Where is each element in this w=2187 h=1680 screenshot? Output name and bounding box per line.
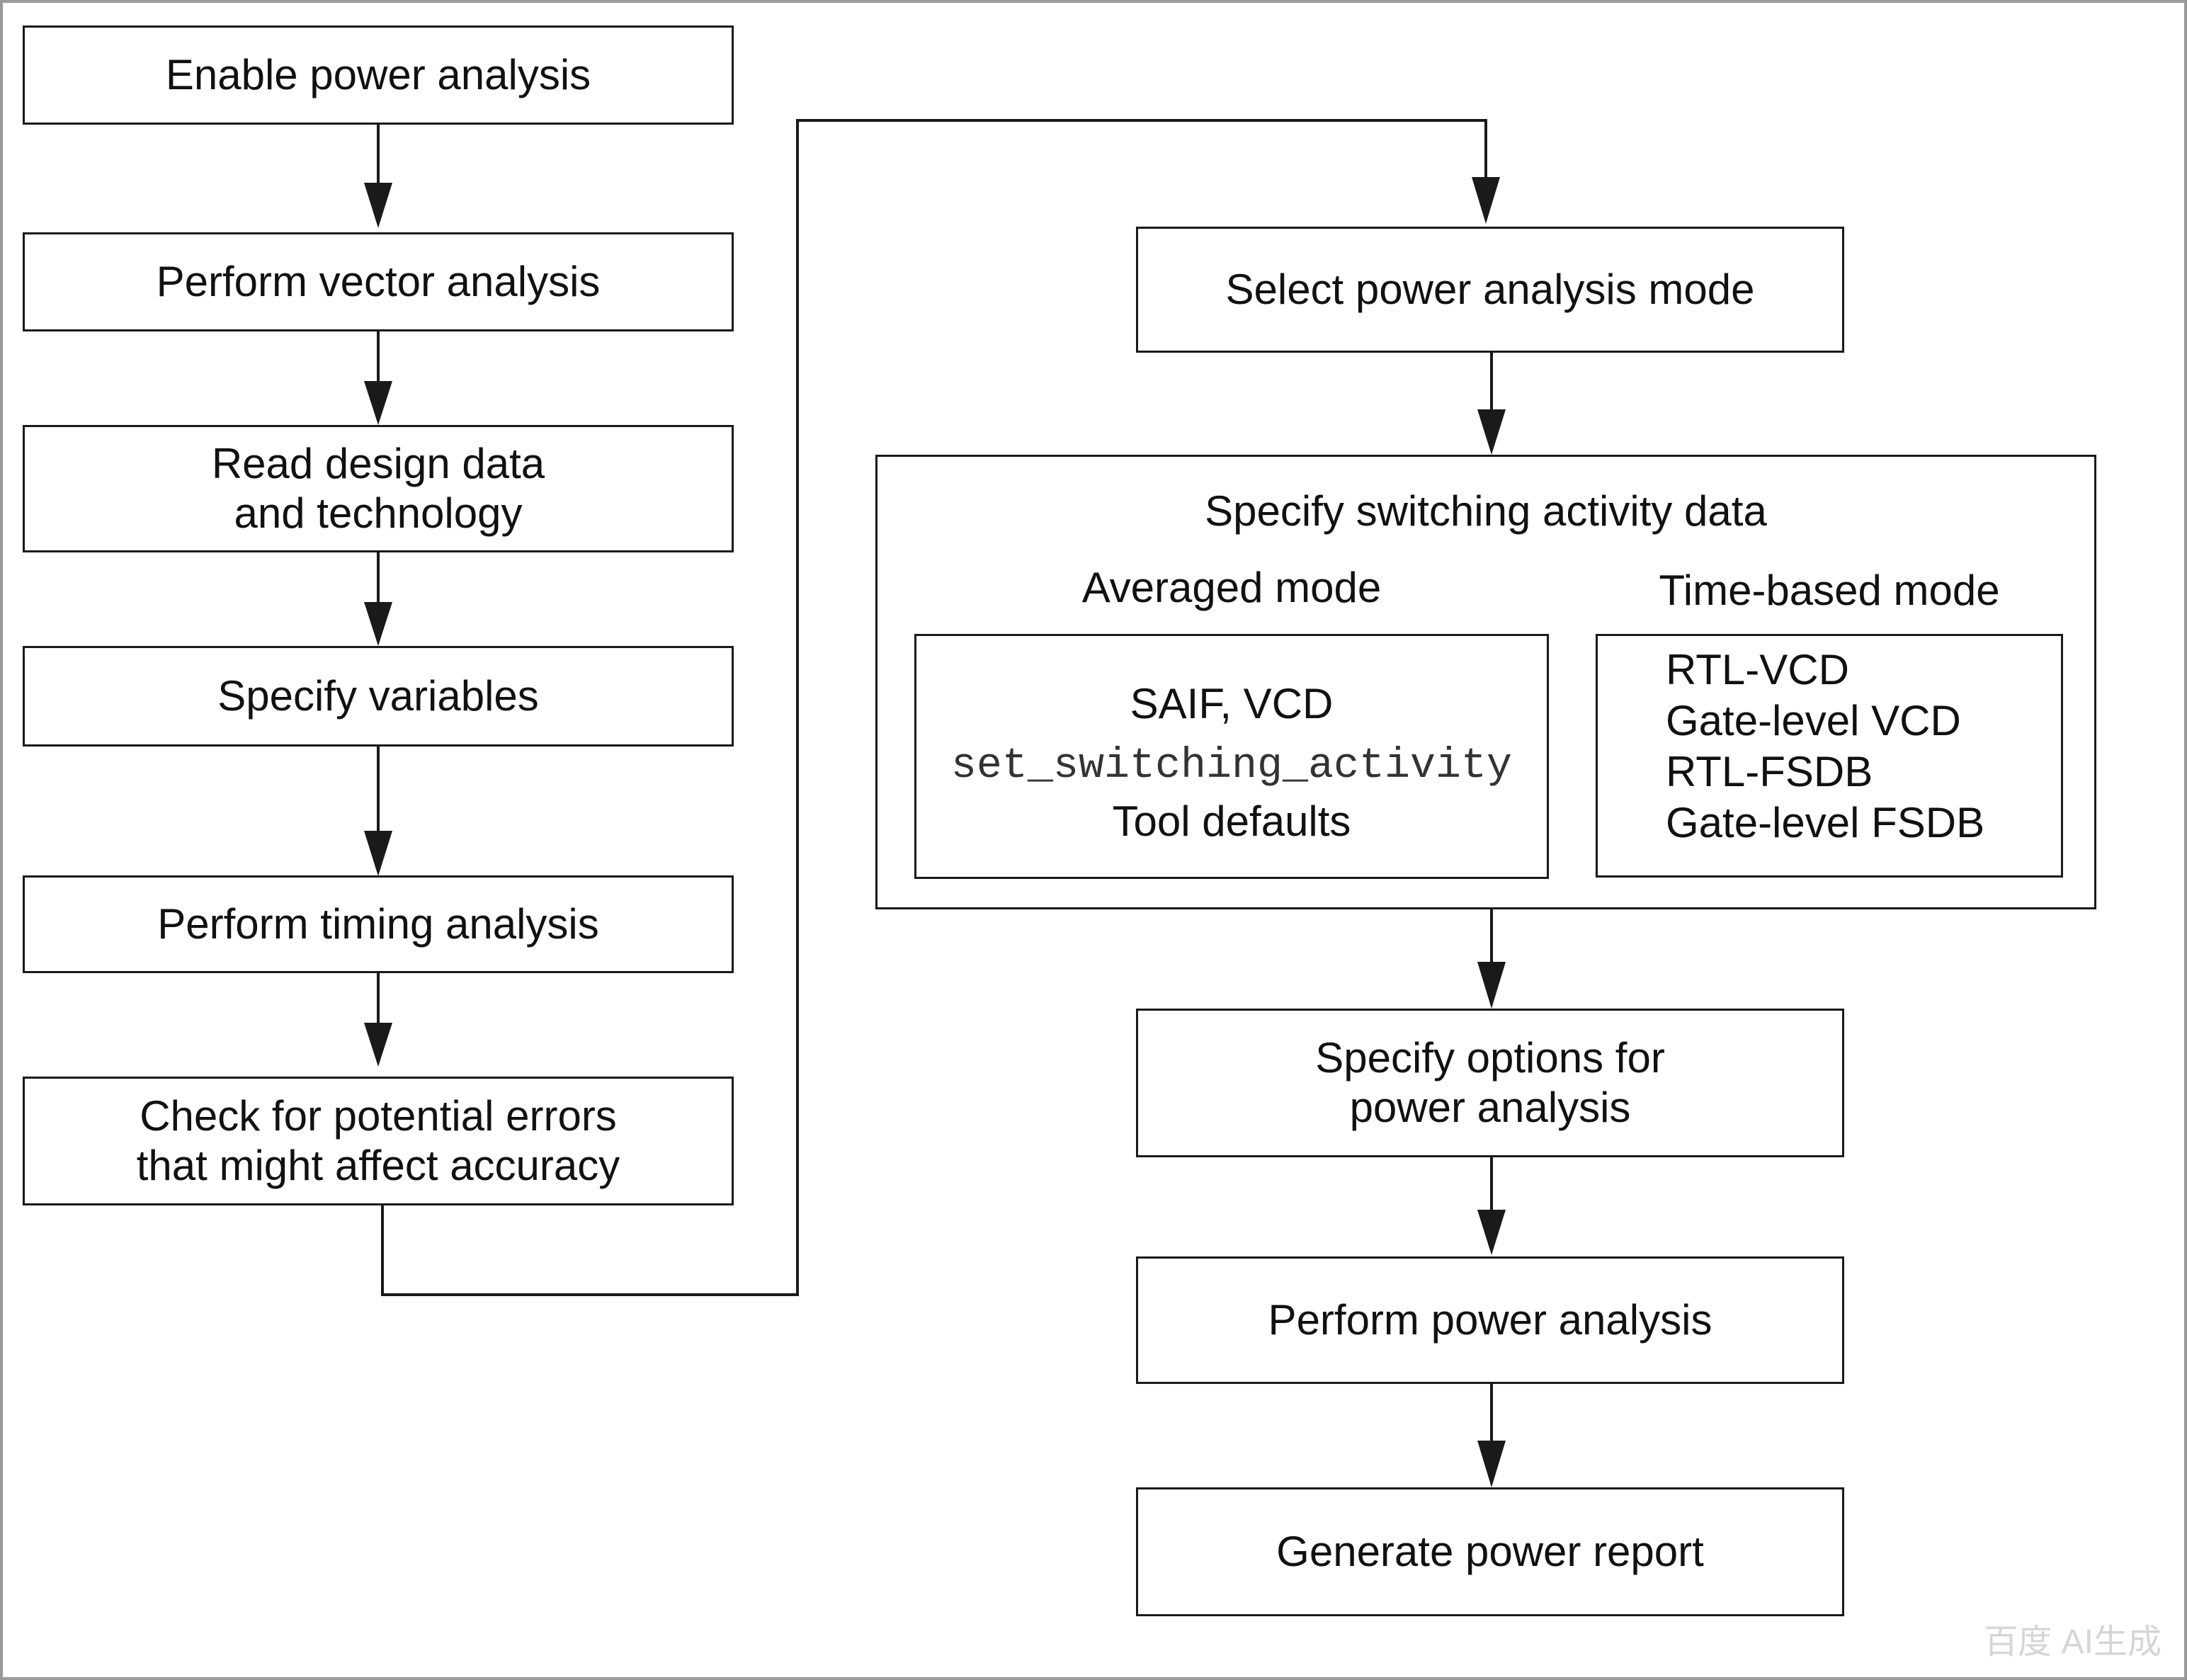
averaged-mode-title: Averaged mode	[1081, 564, 1382, 611]
step-label: Select power analysis mode	[1225, 266, 1755, 313]
arrowhead-icon	[1472, 177, 1500, 224]
group-switching-activity-data: Specify switching activity data Averaged…	[875, 455, 2096, 909]
step-label: Perform timing analysis	[157, 900, 599, 948]
step-label-line-2: and technology	[234, 489, 523, 537]
step-specify-options: Specify options for power analysis	[1136, 1009, 1844, 1157]
time-based-item-rtl-fsdb: RTL-FSDB	[1666, 748, 1873, 795]
step-label-line-2: that might affect accuracy	[136, 1142, 620, 1189]
arrowhead-icon	[364, 381, 392, 425]
step-check-potential-errors: Check for potential errors that might af…	[23, 1077, 734, 1205]
averaged-item-saif-vcd: SAIF, VCD	[1130, 680, 1334, 727]
step-label: Generate power report	[1276, 1528, 1704, 1575]
arrowhead-icon	[364, 602, 392, 646]
arrowhead-icon	[1477, 409, 1506, 455]
time-based-item-gate-level-vcd: Gate-level VCD	[1666, 697, 1961, 744]
step-select-power-analysis-mode: Select power analysis mode	[1136, 227, 1844, 353]
watermark-text: 百度 AI生成	[1984, 1623, 2162, 1661]
connector-left-to-right	[381, 119, 1487, 1296]
step-enable-power-analysis: Enable power analysis	[23, 25, 734, 125]
step-label-line-1: Specify options for	[1315, 1034, 1665, 1082]
averaged-mode-box: SAIF, VCD set_switching_activity Tool de…	[914, 634, 1549, 879]
step-label-line-1: Check for potential errors	[140, 1092, 617, 1140]
time-based-item-rtl-vcd: RTL-VCD	[1666, 646, 1849, 693]
group-title: Specify switching activity data	[1205, 487, 1767, 535]
step-perform-power-analysis: Perform power analysis	[1136, 1256, 1844, 1384]
step-perform-vector-analysis: Perform vector analysis	[23, 232, 734, 331]
time-based-item-gate-level-fsdb: Gate-level FSDB	[1666, 799, 1985, 846]
step-perform-timing-analysis: Perform timing analysis	[23, 875, 734, 973]
step-label: Specify variables	[217, 672, 539, 720]
arrowhead-icon	[1477, 1210, 1506, 1255]
time-based-mode-title: Time-based mode	[1659, 567, 2000, 614]
step-label: Perform power analysis	[1268, 1296, 1712, 1344]
step-read-design-data: Read design data and technology	[23, 425, 734, 552]
step-label-line-2: power analysis	[1349, 1084, 1631, 1131]
averaged-item-tool-defaults: Tool defaults	[1112, 798, 1351, 845]
arrowhead-icon	[364, 831, 392, 876]
arrowhead-icon	[364, 1023, 392, 1067]
step-label-line-1: Read design data	[211, 440, 545, 487]
time-based-mode-box: RTL-VCD Gate-level VCD RTL-FSDB Gate-lev…	[1596, 634, 2063, 878]
arrowhead-icon	[1477, 962, 1506, 1009]
step-label: Perform vector analysis	[156, 258, 601, 305]
step-label: Enable power analysis	[165, 51, 591, 98]
step-specify-variables: Specify variables	[23, 646, 734, 747]
arrowhead-icon	[364, 183, 392, 228]
step-generate-power-report: Generate power report	[1136, 1487, 1844, 1616]
arrowhead-icon	[1477, 1441, 1506, 1487]
averaged-item-set-switching-activity: set_switching_activity	[950, 742, 1513, 790]
